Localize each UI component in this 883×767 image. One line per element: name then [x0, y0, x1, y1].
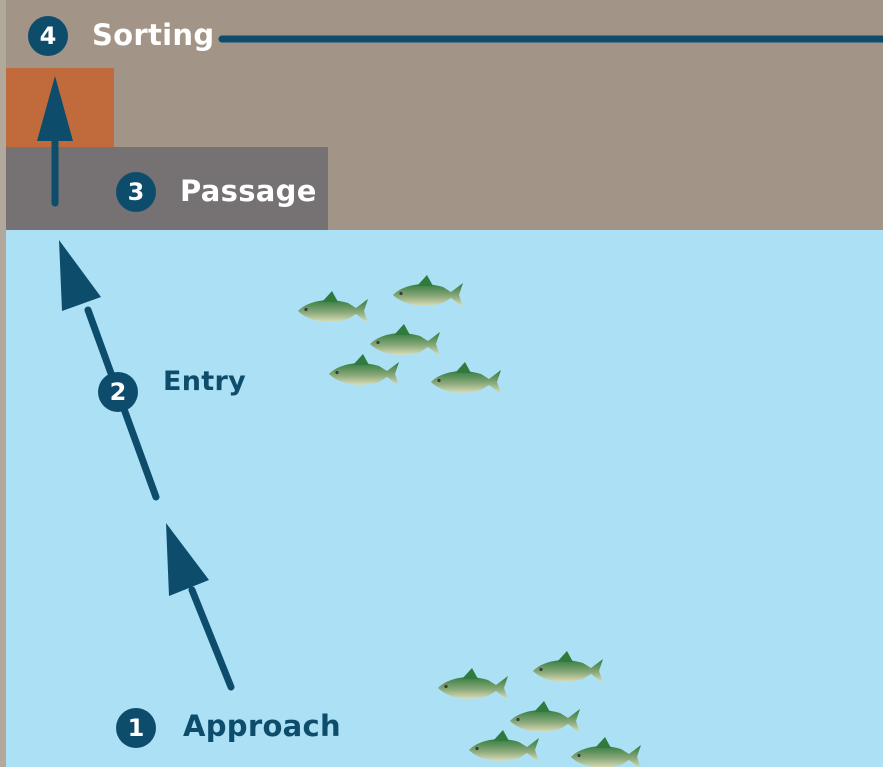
step-3-label: Passage — [180, 174, 317, 208]
approach-arrow-icon — [166, 523, 235, 691]
passage-arrow-icon — [37, 76, 73, 207]
step-4-label: Sorting — [92, 18, 215, 52]
left-wall — [0, 0, 6, 767]
step-2-label: Entry — [163, 366, 246, 397]
passage-block — [6, 147, 328, 230]
water-area — [0, 230, 883, 767]
step-4-badge: 4 — [28, 16, 68, 56]
step-1-label: Approach — [183, 709, 341, 743]
step-1-badge: 1 — [116, 708, 156, 748]
step-3-badge: 3 — [116, 172, 156, 212]
step-2-badge: 2 — [98, 372, 138, 412]
